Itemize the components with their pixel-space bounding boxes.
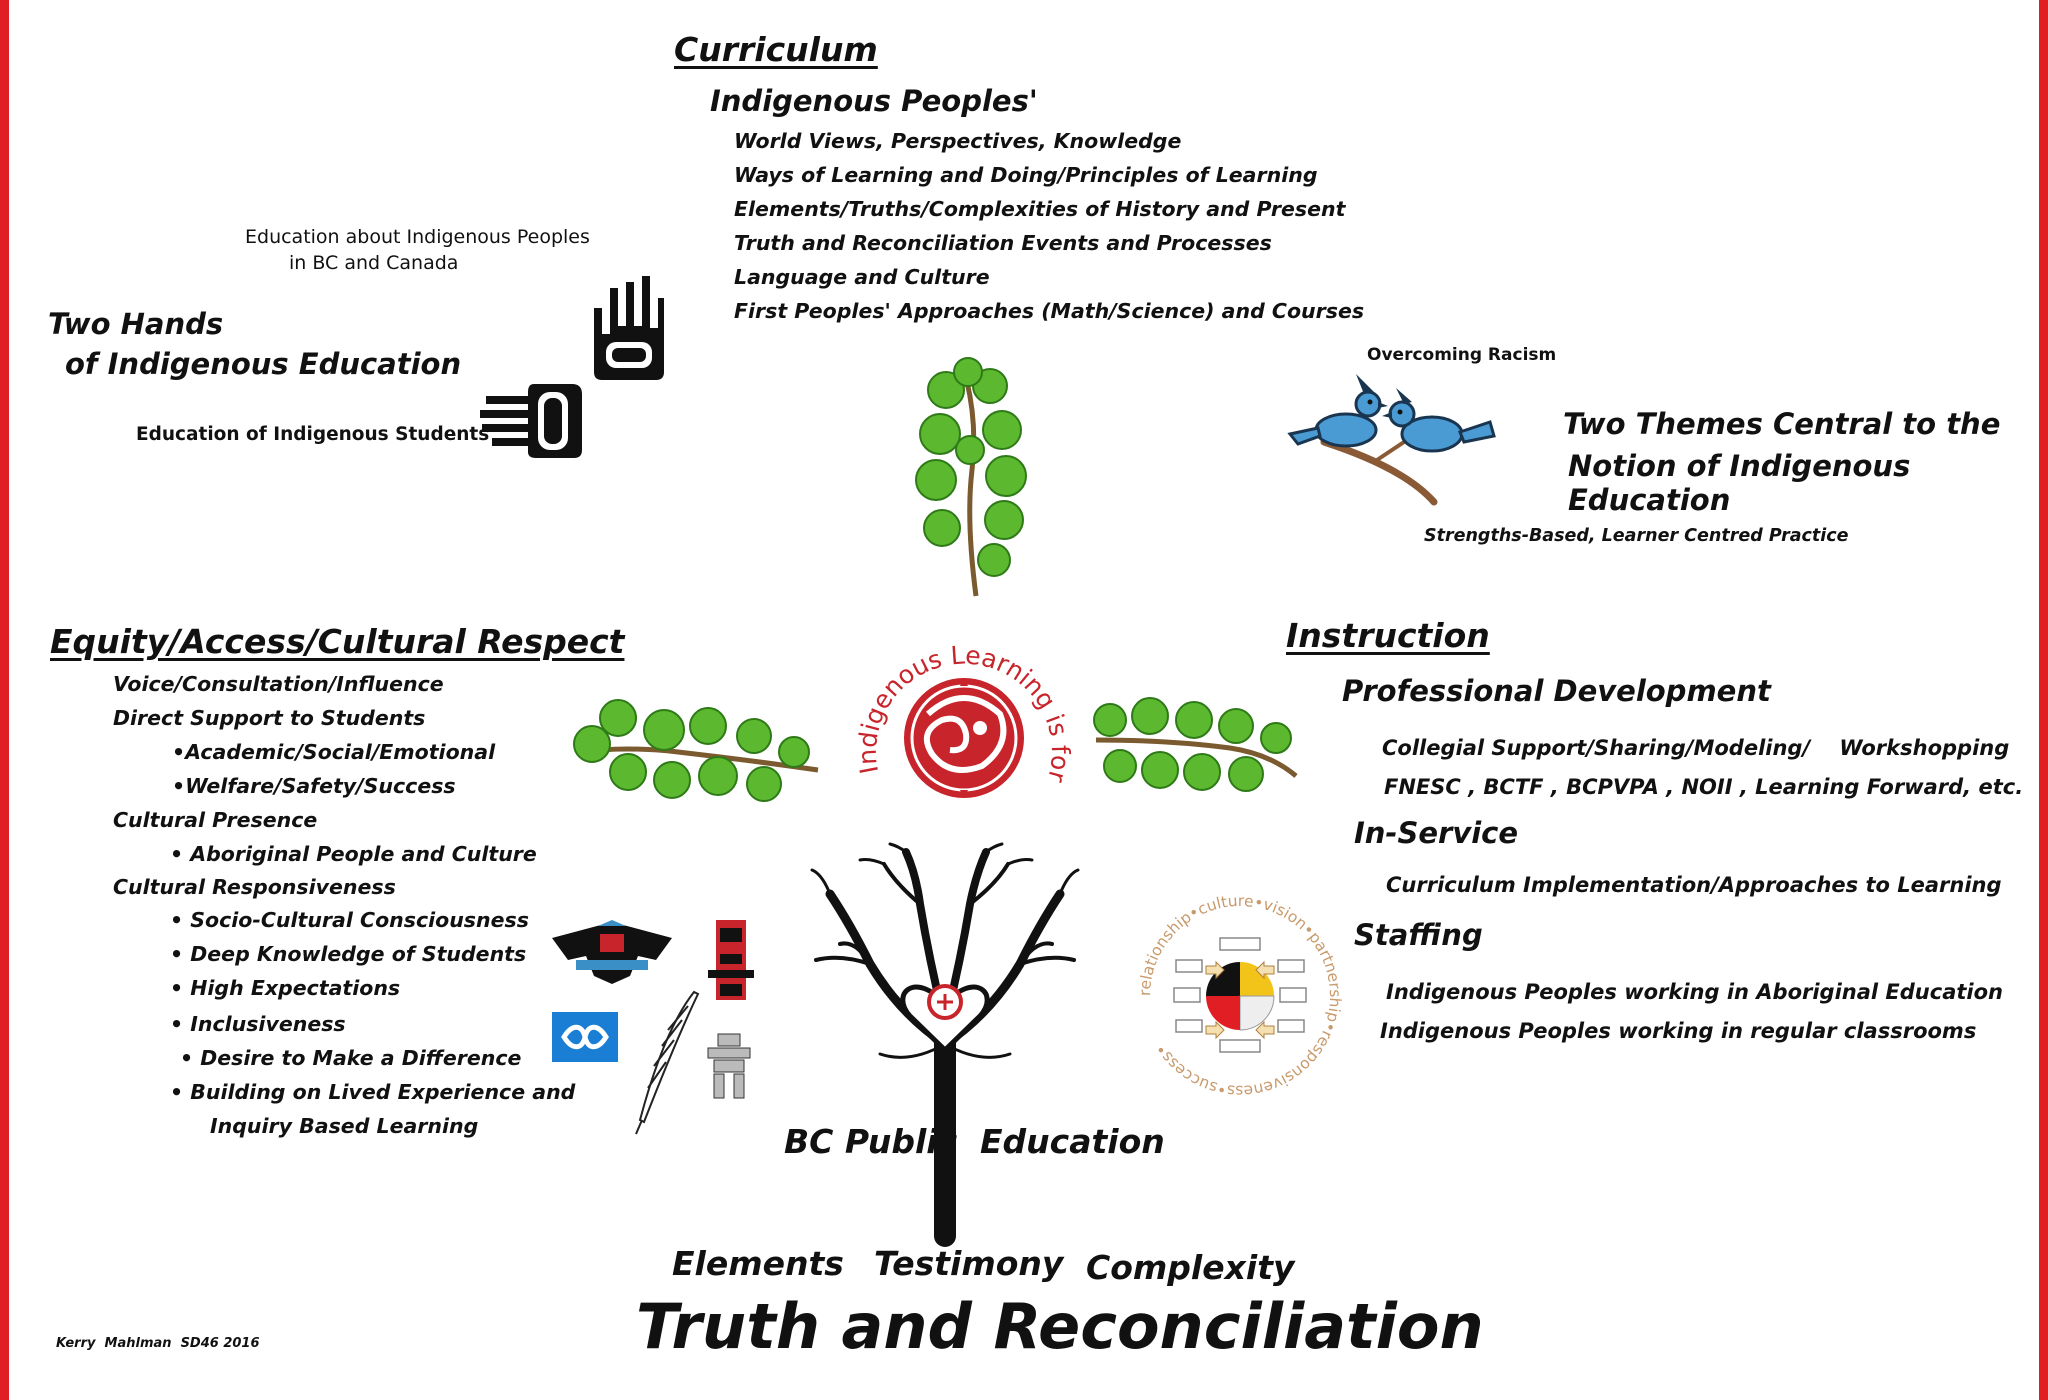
two-birds-icon: [1287, 374, 1496, 506]
strengths-based: Strengths-Based, Learner Centred Practic…: [1424, 526, 1849, 546]
hands-of-students: Education of Indigenous Students: [136, 424, 490, 445]
totem-icon: [708, 920, 754, 1000]
pd-line1: Collegial Support/Sharing/Modeling/ Work…: [1382, 736, 2010, 760]
author-credit: Kerry Mahlman SD46 2016: [56, 1336, 260, 1351]
equity-item: •Welfare/Safety/Success: [172, 774, 456, 798]
hands-about-line1: Education about Indigenous Peoples: [245, 226, 590, 248]
hands-about-line2: in BC and Canada: [289, 252, 459, 274]
staffing-line2: Indigenous Peoples working in regular cl…: [1380, 1019, 1977, 1043]
curriculum-item: World Views, Perspectives, Knowledge: [734, 129, 1182, 153]
overcoming-racism: Overcoming Racism: [1367, 345, 1557, 365]
curriculum-list: World Views, Perspectives, Knowledge Way…: [734, 124, 1364, 328]
inservice-line1: Curriculum Implementation/Approaches to …: [1386, 873, 2002, 897]
curriculum-item: Language and Culture: [734, 265, 990, 289]
left-red-border: [0, 0, 9, 1400]
indigenous-symbols-cluster: [552, 920, 754, 1135]
complexity-label: Complexity: [1086, 1248, 1295, 1287]
relationship-ring-diagram: relationship•culture•vision•partnership•…: [1136, 892, 1344, 1100]
equity-item: • Building on Lived Experience and: [170, 1080, 576, 1104]
equity-item: Cultural Responsiveness: [113, 875, 396, 899]
two-themes-title-line2: Notion of Indigenous Education: [1568, 449, 1911, 517]
equity-item: • High Expectations: [170, 976, 401, 1000]
two-themes-title-line1: Two Themes Central to the: [1563, 407, 2001, 441]
thunderbird-icon: [552, 920, 672, 984]
staffing-line1: Indigenous Peoples working in Aboriginal…: [1386, 980, 2003, 1004]
tree-label-left: BC Public: [784, 1122, 958, 1161]
curriculum-item: Elements/Truths/Complexities of History …: [734, 197, 1346, 221]
feather-icon: [635, 990, 700, 1135]
pd-line2: FNESC , BCTF , BCPVPA , NOII , Learning …: [1384, 775, 2024, 799]
truth-and-reconciliation-title: Truth and Reconciliation: [636, 1290, 1484, 1363]
medicine-wheel-icon: [1206, 962, 1275, 1031]
leaf-branch-left: [573, 699, 819, 802]
equity-item: Cultural Presence: [113, 808, 318, 832]
equity-item: •Academic/Social/Emotional: [172, 740, 496, 764]
tree-illustration: [810, 842, 1080, 1247]
metis-flag-icon: [552, 1012, 618, 1062]
equity-item: • Inclusiveness: [170, 1012, 346, 1036]
bird-right: [1382, 388, 1496, 453]
two-hands-title-line2: of Indigenous Education: [65, 347, 462, 381]
equity-item: • Aboriginal People and Culture: [170, 842, 537, 866]
bird-left: [1287, 374, 1388, 448]
two-hands-title-line1: Two Hands: [48, 307, 224, 341]
equity-item: Voice/Consultation/Influence: [113, 672, 444, 696]
staffing-heading: Staffing: [1354, 918, 1483, 952]
testimony-label: Testimony: [874, 1244, 1064, 1283]
pd-heading: Professional Development: [1342, 674, 1771, 708]
curriculum-item: First Peoples' Approaches (Math/Science)…: [734, 299, 1365, 323]
equity-title: Equity/Access/Cultural Respect: [50, 622, 625, 661]
inservice-heading: In-Service: [1354, 816, 1519, 850]
elements-label: Elements: [672, 1244, 844, 1283]
equity-item: • Desire to Make a Difference: [180, 1046, 522, 1070]
instruction-title: Instruction: [1286, 616, 1490, 655]
inukshuk-icon: [707, 1033, 751, 1099]
curriculum-item: Truth and Reconciliation Events and Proc…: [734, 231, 1272, 255]
curriculum-item: Ways of Learning and Doing/Principles of…: [734, 163, 1318, 187]
curriculum-subtitle: Indigenous Peoples': [710, 84, 1038, 118]
reaching-hand-icon: [480, 384, 582, 458]
right-red-border: [2039, 0, 2048, 1400]
equity-item: Inquiry Based Learning: [210, 1114, 479, 1138]
raised-hand-icon: [594, 276, 664, 380]
tree-label-right: Education: [980, 1122, 1165, 1161]
leaf-branch-top: [915, 357, 1027, 597]
indigenous-learning-seal: Indigenous Learning is for Everyone; Eve…: [832, 605, 1075, 798]
curriculum-title: Curriculum: [674, 30, 878, 69]
equity-item: • Socio-Cultural Consciousness: [170, 908, 529, 932]
leaf-branch-right: [1093, 697, 1298, 792]
equity-item: • Deep Knowledge of Students: [170, 942, 527, 966]
equity-item: Direct Support to Students: [113, 706, 426, 730]
